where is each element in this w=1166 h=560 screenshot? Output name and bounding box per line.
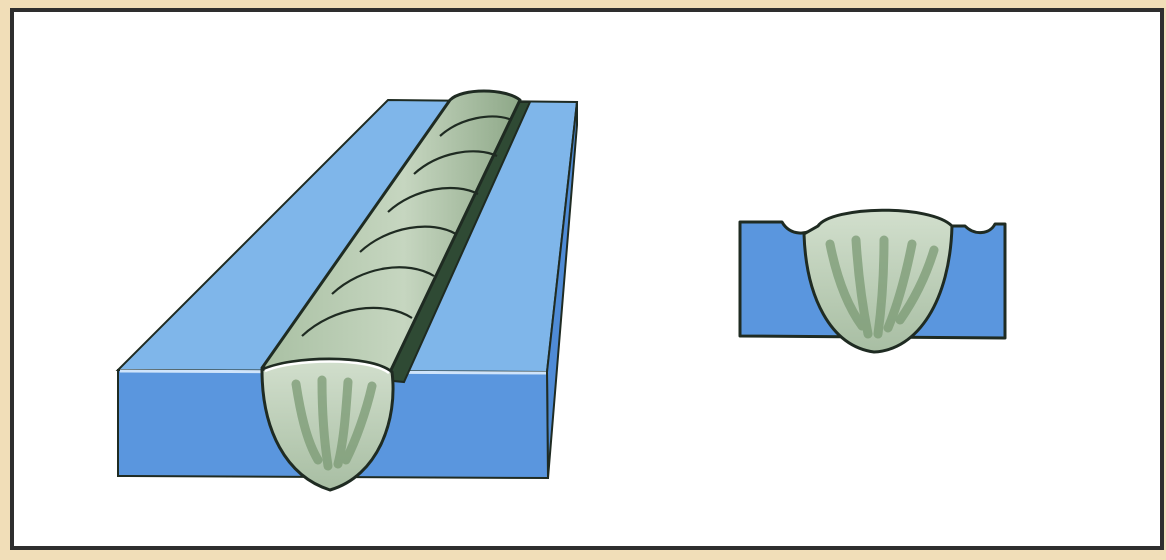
- weld-bead-3d-view: [115, 89, 579, 492]
- bead-grain-streaks: [291, 375, 377, 471]
- section-grain-streaks: [825, 235, 939, 339]
- weld-cross-section: [738, 208, 1007, 354]
- bead-end-highlight: [264, 360, 390, 375]
- bead-ripples: [301, 115, 513, 337]
- weld-bead-body: [260, 89, 522, 374]
